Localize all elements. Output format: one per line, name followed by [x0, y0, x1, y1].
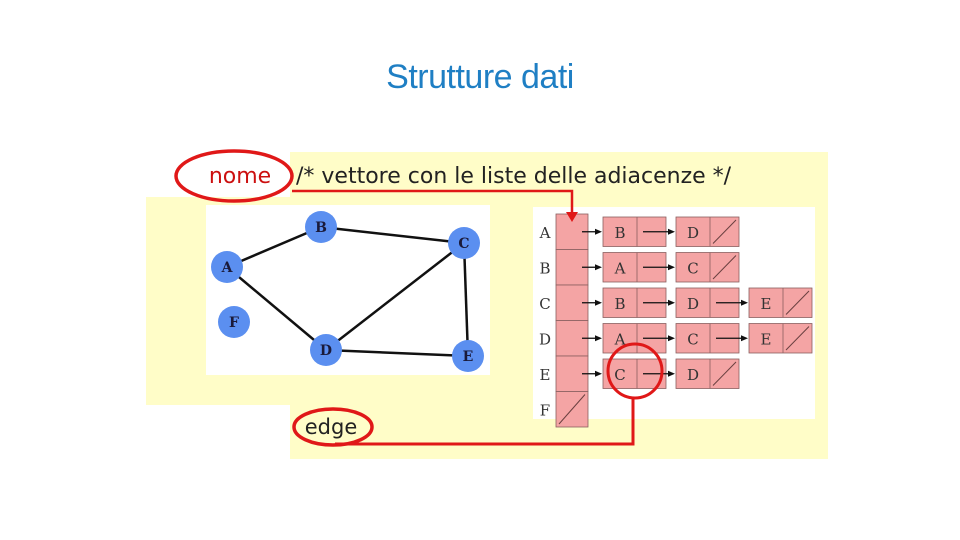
graph-edge-d-e: [325, 348, 469, 358]
graph-nodes: A B C D E F: [211, 211, 484, 372]
list-node-a-d: [675, 216, 740, 247]
null-pointer-slash: [712, 361, 737, 386]
graph-node-label: B: [315, 220, 327, 236]
edge-label: edge: [305, 415, 358, 439]
graph-node-label: E: [463, 349, 474, 365]
list-node-d-e: [748, 323, 813, 354]
list-node-label: B: [614, 295, 625, 313]
list-node-label: D: [687, 366, 699, 384]
list-node-label: D: [687, 224, 699, 242]
header-comment: /* vettore con le liste delle adiacenze …: [296, 164, 732, 189]
graph-edge-a-b: [226, 225, 322, 269]
vertex-label: B: [539, 259, 550, 277]
graph-edge-c-e: [462, 242, 470, 357]
pointer-arrowhead: [595, 228, 602, 235]
pointer-arrowhead: [595, 264, 602, 271]
next-pointer-arrowhead: [668, 299, 675, 306]
list-node-e-d: [675, 358, 740, 389]
nome-connector-line: [292, 189, 574, 214]
null-pointer-slash: [712, 255, 737, 280]
next-pointer-arrowhead: [668, 228, 675, 235]
graph-node-e: [452, 340, 484, 372]
graph-node-d: [310, 334, 342, 366]
null-pointer-slash: [785, 290, 810, 315]
list-node-label: A: [614, 259, 626, 277]
nome-label: nome: [209, 164, 271, 189]
vertex-label: E: [540, 366, 551, 384]
vertex-label: C: [539, 295, 550, 313]
pointer-arrowhead: [595, 299, 602, 306]
vertex-label: A: [539, 224, 551, 242]
graph-node-label: C: [458, 236, 469, 252]
list-node-label: C: [614, 366, 625, 384]
list-node-b-c: [675, 252, 740, 283]
graph-node-c: [448, 227, 480, 259]
graph-edge-a-d: [226, 266, 327, 351]
nome-connector-arrowhead: [566, 212, 578, 222]
vertex-label: D: [539, 330, 551, 348]
next-pointer-arrowhead: [668, 264, 675, 271]
pointer-arrowhead: [595, 335, 602, 342]
list-node-label: E: [761, 295, 772, 313]
nome-highlight-ellipse: [174, 149, 294, 203]
pointer-arrowhead: [595, 370, 602, 377]
graph-node-label: A: [221, 260, 234, 276]
edge-highlight-circle: [606, 342, 664, 400]
graph-node-label: F: [229, 315, 239, 331]
slide-title: Strutture dati: [386, 58, 574, 96]
null-pointer-slash: [785, 326, 810, 351]
graph-edge-b-c: [320, 225, 465, 245]
vertex-label: F: [540, 401, 550, 419]
list-node-label: D: [687, 295, 699, 313]
list-node-label: E: [761, 330, 772, 348]
graph-node-a: [211, 251, 243, 283]
graph-node-label: D: [320, 343, 332, 359]
edge-connector-line: [335, 398, 635, 446]
next-pointer-arrowhead: [741, 299, 748, 306]
graph-edges: [226, 225, 470, 358]
next-pointer-arrowhead: [668, 370, 675, 377]
graph-node-f: [218, 306, 250, 338]
list-node-label: B: [614, 224, 625, 242]
graph-node-b: [305, 211, 337, 243]
graph-edge-d-c: [325, 242, 465, 351]
next-pointer-arrowhead: [741, 335, 748, 342]
next-pointer-arrowhead: [668, 335, 675, 342]
edge-highlight-ellipse: [292, 407, 374, 447]
list-node-a-b: [602, 216, 667, 247]
list-node-label: A: [614, 330, 626, 348]
null-pointer-slash: [558, 394, 586, 425]
list-node-c-e: [748, 287, 813, 318]
list-node-label: C: [687, 259, 698, 277]
list-node-label: C: [687, 330, 698, 348]
null-pointer-slash: [712, 219, 737, 244]
